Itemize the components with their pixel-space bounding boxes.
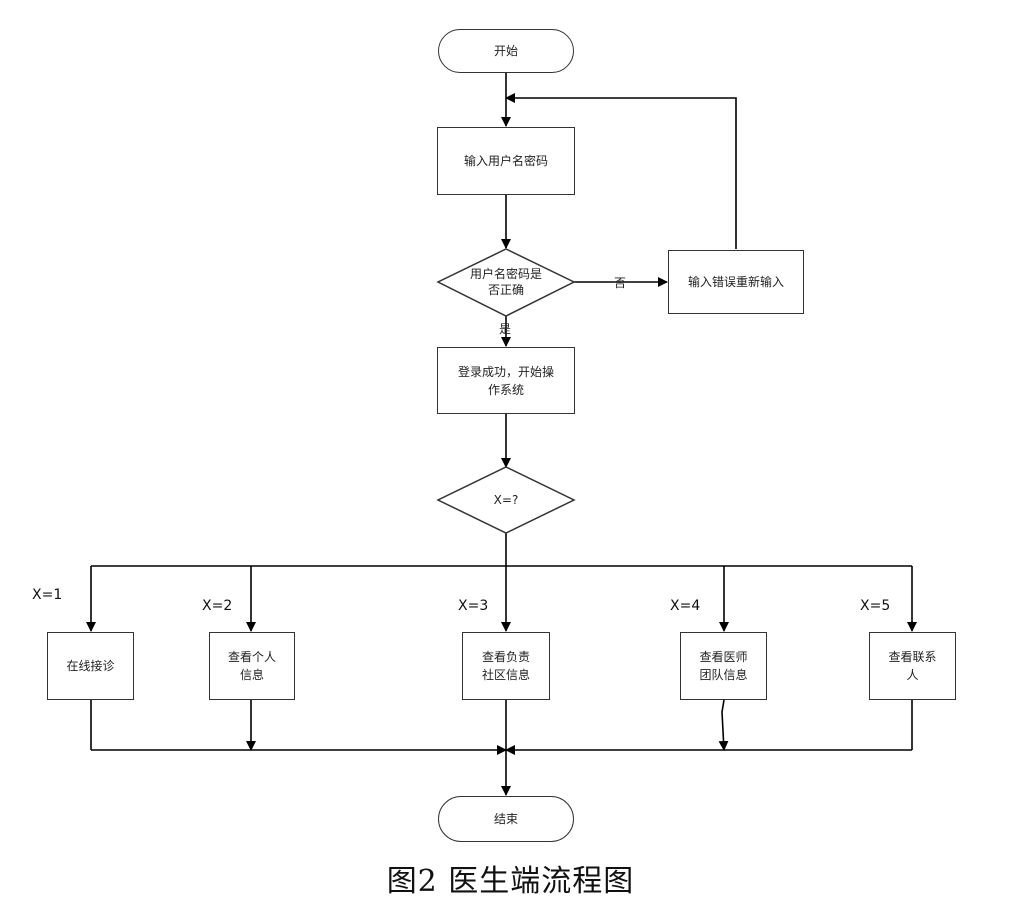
retry-node: 输入错误重新输入 xyxy=(668,250,804,314)
option-3-node: 查看负责 社区信息 xyxy=(462,632,550,700)
end-node: 结束 xyxy=(438,796,574,842)
option-4-node: 查看医师 团队信息 xyxy=(680,632,767,700)
arrow-retry-loop xyxy=(505,93,737,249)
x1-label: X=1 xyxy=(32,587,63,603)
option-2-node: 查看个人 信息 xyxy=(209,632,295,700)
credentials-check-decision: 用户名密码是 否正确 xyxy=(469,267,542,297)
login-success-node: 登录成功，开始操 作系统 xyxy=(437,347,575,414)
option-1-node: 在线接诊 xyxy=(47,632,134,700)
x5-label: X=5 xyxy=(860,598,891,614)
input-credentials-node: 输入用户名密码 xyxy=(437,127,575,195)
decision-check-shape xyxy=(436,248,576,317)
x2-label: X=2 xyxy=(202,598,233,614)
switch-decision: X=? xyxy=(493,493,519,507)
x4-label: X=4 xyxy=(670,598,701,614)
yes-label: 是 xyxy=(499,322,512,336)
figure-caption: 图2 医生端流程图 xyxy=(386,864,635,899)
option-5-node: 查看联系 人 xyxy=(869,632,956,700)
x3-label: X=3 xyxy=(458,598,489,614)
no-label: 否 xyxy=(614,276,627,290)
start-node: 开始 xyxy=(438,29,574,73)
decision-switch-shape xyxy=(436,466,576,534)
arrow-opt4-down xyxy=(718,699,729,751)
